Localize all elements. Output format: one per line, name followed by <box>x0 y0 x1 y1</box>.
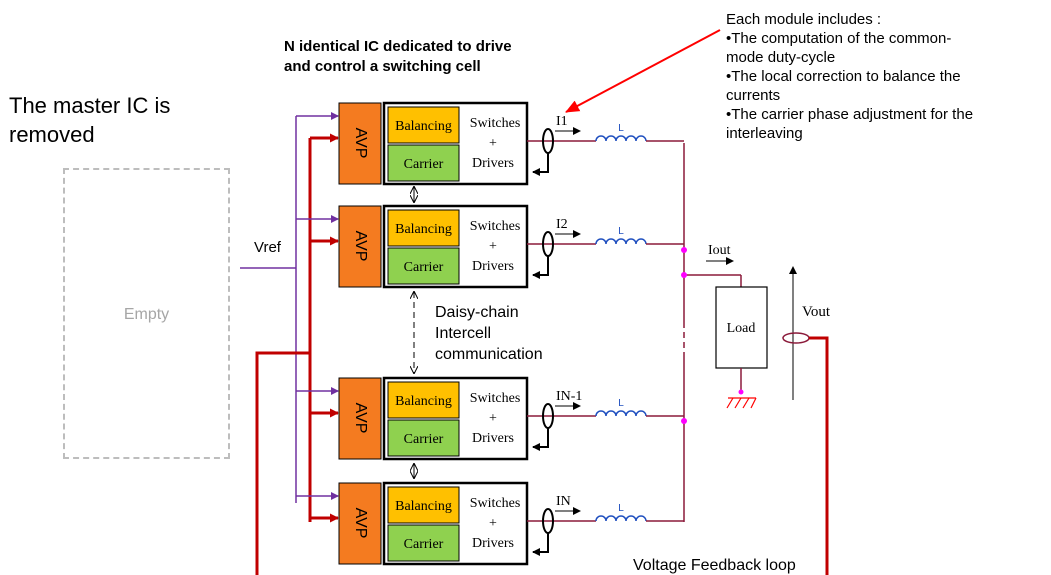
drivers-label: Drivers <box>472 536 514 551</box>
carrier-label: Carrier <box>404 537 444 552</box>
balancing-label: Balancing <box>395 119 452 134</box>
info-line-6: interleaving <box>726 125 803 142</box>
current-feedback-arrow <box>532 533 549 556</box>
avp-block <box>338 377 382 460</box>
balancing-block <box>387 381 460 419</box>
daisy-line-3: communication <box>435 346 543 363</box>
drivers-label: Drivers <box>472 259 514 274</box>
balancing-block <box>387 209 460 247</box>
voltage-feedback-wire <box>809 336 829 575</box>
balancing-label: Balancing <box>395 499 452 514</box>
switches-label: Switches <box>470 116 521 131</box>
vout-label: Vout <box>802 304 831 320</box>
carrier-block <box>387 524 460 562</box>
info-line-1: •The computation of the common- <box>726 30 952 47</box>
info-line-4: currents <box>726 87 781 104</box>
plus-label: + <box>489 239 497 254</box>
iout-label: Iout <box>708 243 731 258</box>
carrier-label: Carrier <box>404 260 444 275</box>
inductor-label: L <box>618 503 624 514</box>
empty-master-slot <box>63 168 230 459</box>
info-heading: Each module includes : <box>726 11 882 28</box>
switches-label: Switches <box>470 219 521 234</box>
balancing-label: Balancing <box>395 222 452 237</box>
junction-node <box>681 247 687 253</box>
balancing-block <box>387 486 460 524</box>
current-feedback-arrow <box>532 256 549 279</box>
master-note-line-1: The master IC is <box>9 93 171 118</box>
carrier-block <box>387 247 460 285</box>
inductor-label: L <box>618 398 624 409</box>
current-feedback-arrow <box>532 428 549 451</box>
avp-block <box>338 482 382 565</box>
junction-node <box>681 272 687 278</box>
feedback-bus <box>255 138 312 575</box>
inductor-icon <box>595 238 647 245</box>
balancing-block <box>387 106 460 144</box>
title-line-1: N identical IC dedicated to drive <box>284 38 512 55</box>
daisy-line-1: Daisy-chain <box>435 304 519 321</box>
plus-label: + <box>489 411 497 426</box>
current-label: I2 <box>556 217 568 232</box>
module-info-list: Each module includes : •The computation … <box>726 10 1051 143</box>
switches-label: Switches <box>470 391 521 406</box>
voltage-sensor-icon <box>782 332 810 344</box>
carrier-block <box>387 144 460 182</box>
plus-label: + <box>489 136 497 151</box>
vref-bus <box>240 116 297 503</box>
avp-label: AVP <box>352 231 369 262</box>
master-ic-note: The master IC is removed <box>9 91 170 149</box>
title-line-2: and control a switching cell <box>284 58 481 75</box>
drivers-label: Drivers <box>472 431 514 446</box>
inductor-label: L <box>618 226 624 237</box>
empty-label: Empty <box>123 306 170 323</box>
current-label: I1 <box>556 114 568 129</box>
load-label: Load <box>727 321 756 336</box>
current-feedback-arrow <box>532 153 549 176</box>
current-label: IN <box>556 494 571 509</box>
carrier-block <box>387 419 460 457</box>
carrier-label: Carrier <box>404 432 444 447</box>
info-line-5: •The carrier phase adjustment for the <box>726 106 974 123</box>
inductor-icon <box>595 410 647 417</box>
plus-label: + <box>489 516 497 531</box>
daisy-chain-label: Daisy-chain Intercell communication <box>435 302 543 365</box>
master-note-line-2: removed <box>9 122 95 147</box>
inductor-icon <box>595 515 647 522</box>
avp-block <box>338 102 382 185</box>
avp-label: AVP <box>352 128 369 159</box>
avp-block <box>338 205 382 288</box>
daisy-line-2: Intercell <box>435 325 492 342</box>
current-label: IN-1 <box>556 389 582 404</box>
switches-label: Switches <box>470 496 521 511</box>
carrier-label: Carrier <box>404 157 444 172</box>
balancing-label: Balancing <box>395 394 452 409</box>
ground-node <box>738 389 744 395</box>
voltage-feedback-label: Voltage Feedback loop <box>633 557 796 574</box>
ground-icon <box>726 397 757 409</box>
info-line-2: mode duty-cycle <box>726 49 836 66</box>
drivers-label: Drivers <box>472 156 514 171</box>
info-line-3: •The local correction to balance the <box>726 68 961 85</box>
avp-label: AVP <box>352 403 369 434</box>
inductor-label: L <box>618 123 624 134</box>
inductor-icon <box>595 135 647 142</box>
diagram-title: N identical IC dedicated to drive and co… <box>284 37 512 77</box>
junction-node <box>681 418 687 424</box>
avp-label: AVP <box>352 508 369 539</box>
vref-label: Vref <box>254 239 281 256</box>
output-bus <box>681 143 741 522</box>
callout-arrow <box>565 29 721 113</box>
